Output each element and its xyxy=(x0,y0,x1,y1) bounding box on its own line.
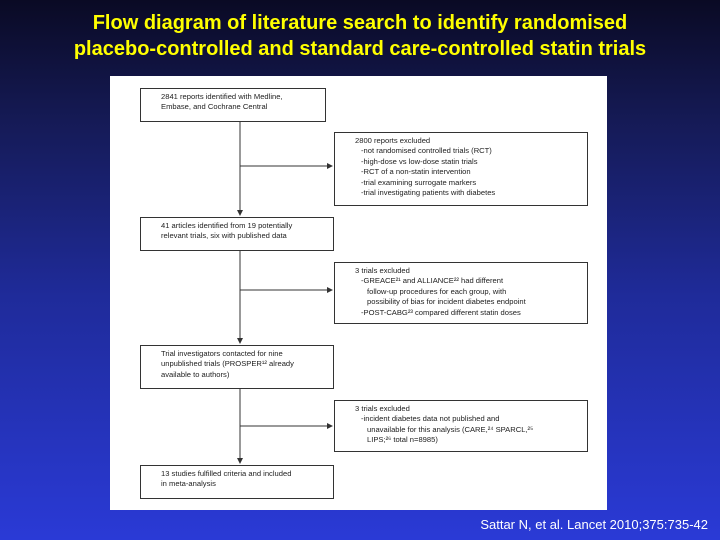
box-text-line: -high-dose vs low-dose statin trials xyxy=(361,156,478,166)
slide-title: Flow diagram of literature search to ide… xyxy=(0,10,720,62)
box-text-line: 2800 reports excluded xyxy=(355,136,431,145)
box-text-line: available to authors) xyxy=(161,369,230,379)
title-line-2: placebo-controlled and standard care-con… xyxy=(73,38,647,60)
box-text-line: 2841 reports identified with Medline, xyxy=(161,92,283,101)
box-text-line: possibility of bias for incident diabete… xyxy=(367,297,526,307)
box-text-line: unavailable for this analysis (CARE,²⁴ S… xyxy=(367,424,534,434)
box-articles: 41 articles identified from 19 potential… xyxy=(140,217,334,251)
box-text-line: in meta-analysis xyxy=(161,479,216,489)
box-final: 13 studies fulfilled criteria and includ… xyxy=(140,465,334,499)
box-text-line: relevant trials, six with published data xyxy=(161,231,287,241)
flow-diagram: 2841 reports identified with Medline, Em… xyxy=(110,76,607,510)
box-text-line: -not randomised controlled trials (RCT) xyxy=(361,146,492,156)
citation: Sattar N, et al. Lancet 2010;375:735-42 xyxy=(480,517,708,532)
box-excluded-1: 2800 reports excluded -not randomised co… xyxy=(334,132,588,206)
box-identified: 2841 reports identified with Medline, Em… xyxy=(140,88,326,122)
title-line-1: Flow diagram of literature search to ide… xyxy=(92,12,628,34)
box-text-line: -trial investigating patients with diabe… xyxy=(361,188,496,198)
box-text-line: -POST-CABG²³ compared different statin d… xyxy=(361,307,521,317)
box-text-line: 41 articles identified from 19 potential… xyxy=(161,221,293,230)
box-text-line: 13 studies fulfilled criteria and includ… xyxy=(161,469,292,478)
box-text-line: 3 trials excluded xyxy=(355,266,410,275)
flow-arrows xyxy=(237,120,333,464)
box-text-line: -trial examining surrogate markers xyxy=(361,177,477,187)
box-text-line: LIPS;²⁶ total n=8985) xyxy=(367,435,438,445)
box-text-line: 3 trials excluded xyxy=(355,404,410,413)
box-text-line: -incident diabetes data not published an… xyxy=(361,414,500,424)
box-text-line: follow-up procedures for each group, wit… xyxy=(367,286,507,296)
box-excluded-2: 3 trials excluded -GREACE²¹ and ALLIANCE… xyxy=(334,262,588,324)
box-contacted: Trial investigators contacted for nine u… xyxy=(140,345,334,389)
box-excluded-3: 3 trials excluded -incident diabetes dat… xyxy=(334,400,588,452)
box-text-line: -RCT of a non-statin intervention xyxy=(361,167,471,177)
box-text-line: -GREACE²¹ and ALLIANCE²² had different xyxy=(361,276,504,286)
box-text-line: Embase, and Cochrane Central xyxy=(161,102,268,112)
box-text-line: unpublished trials (PROSPER¹² already xyxy=(161,359,294,369)
box-text-line: Trial investigators contacted for nine xyxy=(161,349,283,358)
